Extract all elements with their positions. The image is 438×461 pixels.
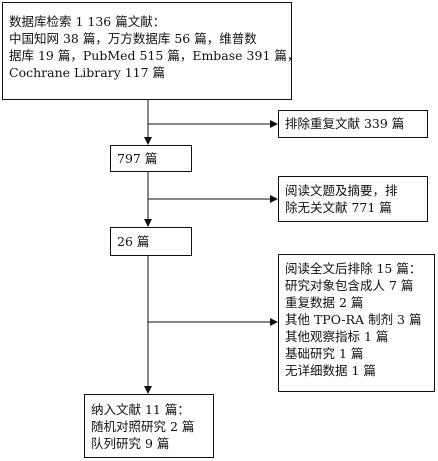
exclude-reason-adults: 研究对象包含成人 7 篇 (285, 278, 414, 293)
after-screening-count: 26 篇 (117, 234, 150, 249)
exclude-reason-basic-research: 基础研究 1 篇 (285, 346, 364, 361)
search-line-4: Cochrane Library 117 篇 (9, 65, 166, 80)
exclude-fulltext-heading: 阅读全文后排除 15 篇： (285, 261, 422, 276)
exclude-fulltext-box: 阅读全文后排除 15 篇： 研究对象包含成人 7 篇 重复数据 2 篇 其他 T… (278, 254, 435, 392)
search-results-box: 数据库检索 1 136 篇文献： 中国知网 38 篇，万方数据库 56 篇，维普… (2, 2, 300, 100)
exclude-reason-other-outcomes: 其他观察指标 1 篇 (285, 329, 389, 344)
search-line-2: 中国知网 38 篇，万方数据库 56 篇，维普数 (9, 31, 257, 46)
included-cohort: 队列研究 9 篇 (91, 436, 170, 451)
exclude-duplicates-box: 排除重复文献 339 篇 (278, 110, 428, 138)
search-line-1: 数据库检索 1 136 篇文献： (9, 14, 166, 29)
after-dedup-box: 797 篇 (110, 145, 192, 172)
after-dedup-count: 797 篇 (117, 151, 158, 166)
exclude-duplicates-text: 排除重复文献 339 篇 (285, 116, 405, 131)
exclude-reason-no-detailed-data: 无详细数据 1 篇 (285, 363, 376, 378)
included-studies-box: 纳入文献 11 篇： 随机对照研究 2 篇 队列研究 9 篇 (84, 394, 214, 458)
after-screening-box: 26 篇 (110, 227, 192, 256)
search-line-3: 据库 19 篇，PubMed 515 篇，Embase 391 篇， (9, 48, 300, 63)
exclude-title-abstract-line-2: 除无关文献 771 篇 (285, 200, 392, 215)
exclude-title-abstract-box: 阅读文题及摘要，排 除无关文献 771 篇 (278, 176, 428, 222)
exclude-title-abstract-line-1: 阅读文题及摘要，排 (285, 183, 398, 198)
included-rct: 随机对照研究 2 篇 (91, 419, 195, 434)
exclude-reason-other-tpo-ra: 其他 TPO-RA 制剂 3 篇 (285, 312, 422, 327)
exclude-reason-duplicate-data: 重复数据 2 篇 (285, 295, 364, 310)
included-heading: 纳入文献 11 篇： (91, 402, 190, 417)
